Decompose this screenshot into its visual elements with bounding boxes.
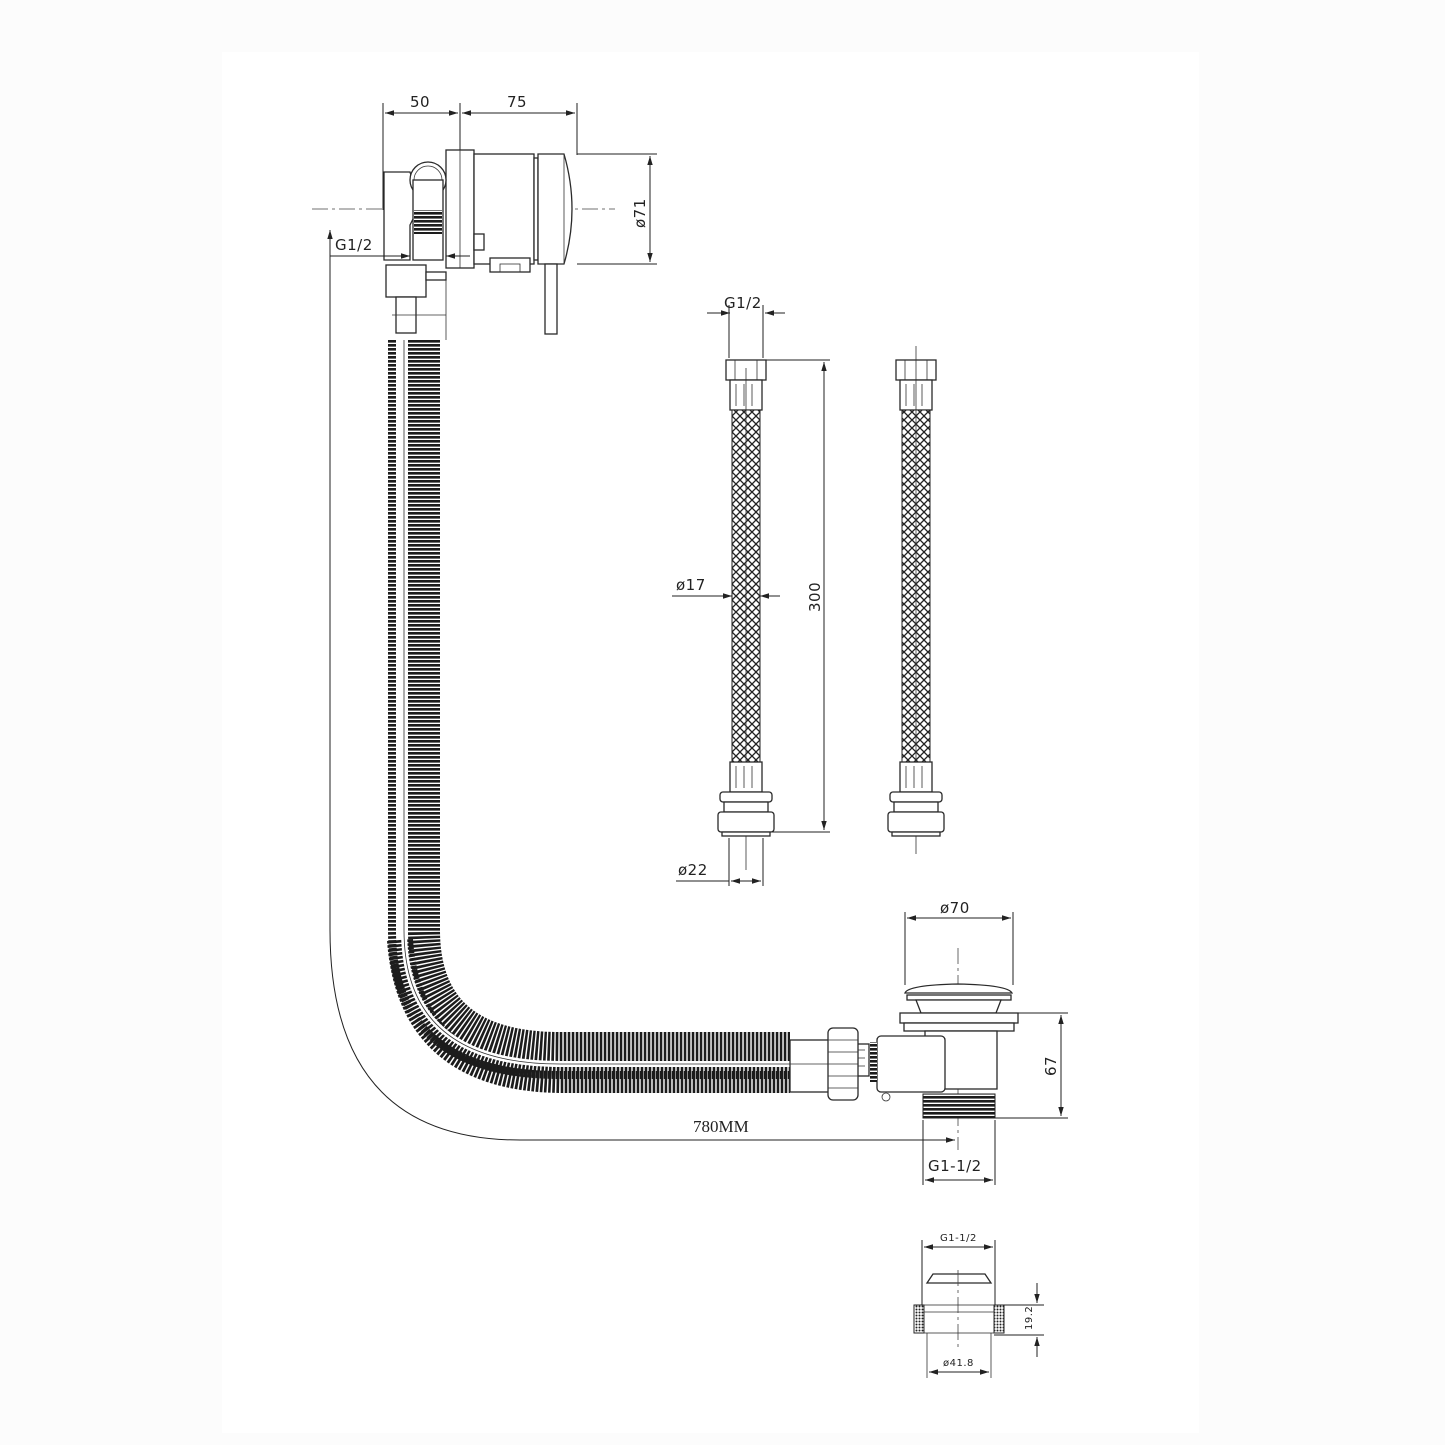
click-clack-waste bbox=[827, 912, 1068, 1185]
dim-flexi-hose-diameter: ø17 bbox=[676, 576, 706, 594]
dim-nut-thread: G1-1/2 bbox=[940, 1233, 977, 1244]
nut-detail bbox=[913, 1240, 1044, 1378]
dim-valve-depth-body: 50 bbox=[410, 93, 431, 111]
flexi-hose-1 bbox=[672, 305, 830, 886]
corrugated-overflow-hose bbox=[387, 340, 831, 1093]
dim-waste-outlet-thread: G1-1/2 bbox=[928, 1157, 982, 1175]
dim-valve-cover-diameter: ø71 bbox=[631, 198, 649, 228]
dim-flexi-length: 300 bbox=[806, 581, 824, 612]
dim-nut-height: 19.2 bbox=[1024, 1305, 1035, 1330]
dim-flexi-inlet-thread: G1/2 bbox=[724, 294, 762, 312]
dim-flexi-compression-diameter: ø22 bbox=[678, 861, 708, 879]
dim-waste-height: 67 bbox=[1042, 1055, 1060, 1076]
dim-overall-length: 780MM bbox=[693, 1117, 749, 1136]
filler-valve bbox=[312, 103, 657, 340]
dim-valve-inlet-thread: G1/2 bbox=[335, 236, 373, 254]
dim-valve-depth-cover: 75 bbox=[507, 93, 528, 111]
flexi-hose-2 bbox=[887, 346, 945, 854]
dim-waste-plug-diameter: ø70 bbox=[940, 899, 970, 917]
length-dimension-780 bbox=[327, 230, 955, 1143]
dim-nut-inner-diameter: ø41.8 bbox=[943, 1358, 974, 1369]
